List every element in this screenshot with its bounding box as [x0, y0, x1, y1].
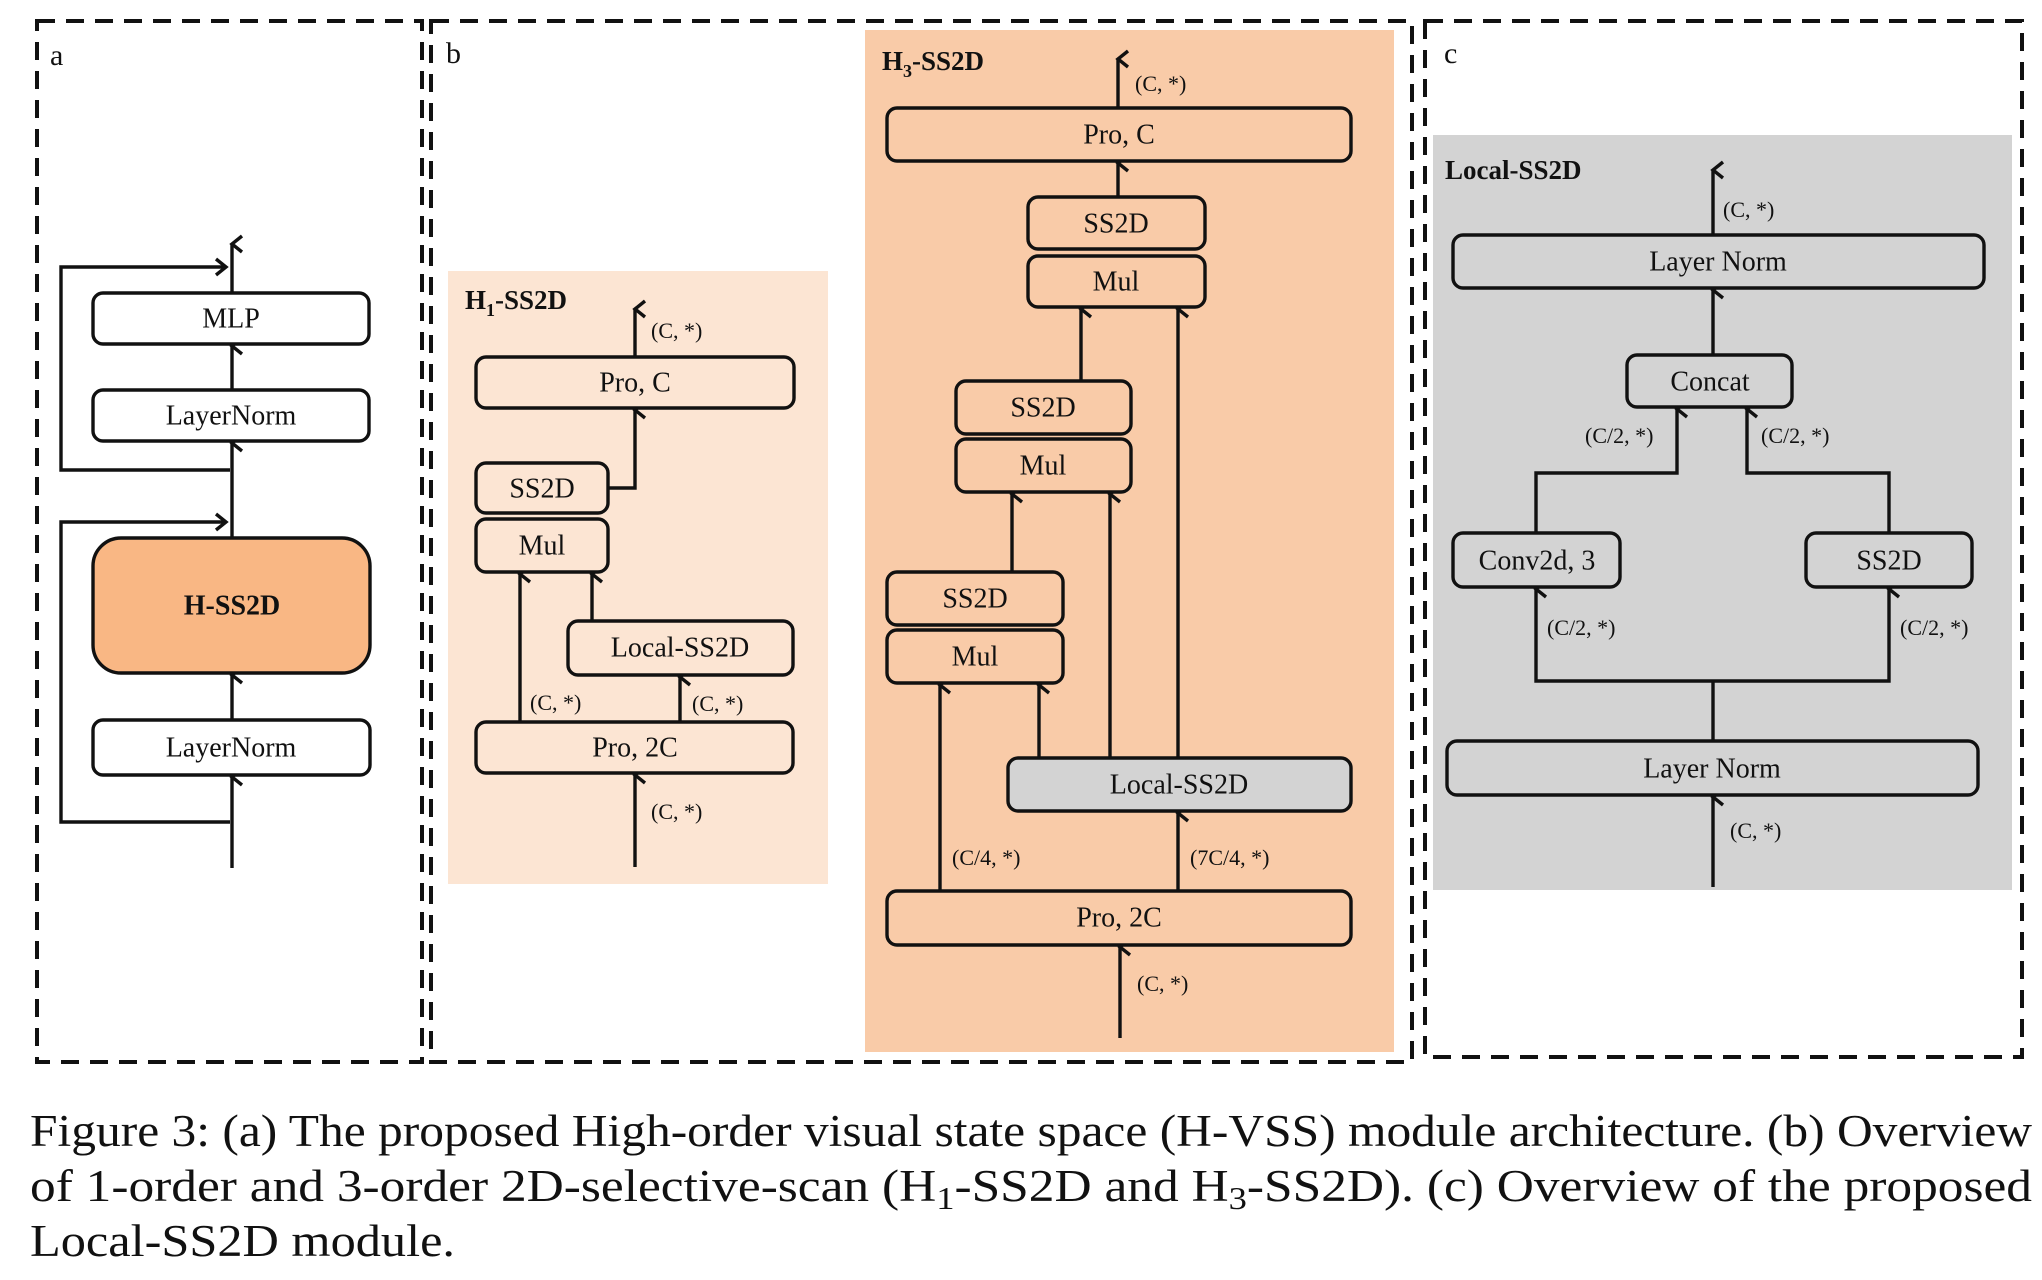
- h3-dim-input: (C, *): [1137, 971, 1188, 996]
- c-dim-input: (C, *): [1730, 818, 1781, 843]
- h3-block-ss2d-top: SS2D: [1026, 195, 1207, 251]
- c-dim-conv-in: (C/2, *): [1547, 615, 1615, 640]
- h1-block-ss2d: SS2D: [474, 461, 610, 515]
- h3-dim-output: (C, *): [1135, 71, 1186, 96]
- svg-text:Mul: Mul: [952, 642, 999, 673]
- h1-block-pro-c: Pro, C: [474, 355, 796, 410]
- svg-text:LayerNorm: LayerNorm: [166, 401, 297, 432]
- panel-a-hvss-module: MLP LayerNorm H-SS2D LayerNorm: [59, 234, 372, 868]
- c-arrow-to-ss2d: [1713, 579, 1901, 683]
- h1-block-pro-2c: Pro, 2C: [474, 720, 795, 775]
- h1-block-mul: Mul: [474, 517, 610, 574]
- h3-block-local-ss2d: Local-SS2D: [1006, 756, 1353, 813]
- h1-dim-output: (C, *): [651, 318, 702, 343]
- c-arrow-ss2d-to-concat: [1744, 399, 1891, 533]
- svg-text:Mul: Mul: [519, 531, 566, 562]
- h3-block-pro-c: Pro, C: [885, 106, 1353, 163]
- h3-block-ss2d-low: SS2D: [885, 570, 1065, 627]
- h3-block-mul-low: Mul: [885, 628, 1065, 685]
- h1-dim-left: (C, *): [530, 690, 581, 715]
- c-block-concat: Concat: [1625, 353, 1794, 409]
- c-arrow-conv-to-concat: [1534, 399, 1689, 533]
- svg-text:Pro, C: Pro, C: [1083, 120, 1155, 151]
- svg-text:Pro, 2C: Pro, 2C: [592, 733, 678, 764]
- block-mlp: MLP: [91, 291, 371, 346]
- caption-line-3: Local-SS2D module.: [30, 1216, 455, 1266]
- local-ss2d-diagram: Local-SS2D (C, *) (C/2, *) (C/2, *) (C/2…: [1433, 135, 2012, 890]
- svg-text:Conv2d, 3: Conv2d, 3: [1479, 546, 1596, 577]
- panel-b-frame: [429, 19, 1414, 1064]
- h1-title: H1-SS2D: [465, 285, 567, 320]
- caption-line-1: Figure 3: (a) The proposed High-order vi…: [30, 1106, 2033, 1156]
- residual-connection-top: [59, 257, 230, 472]
- figure-caption: Figure 3: (a) The proposed High-order vi…: [30, 1106, 2033, 1266]
- svg-text:SS2D: SS2D: [1856, 546, 1921, 577]
- panel-a-label: a: [50, 39, 63, 72]
- svg-text:Pro, 2C: Pro, 2C: [1076, 903, 1162, 934]
- c-dim-ss2d-in: (C/2, *): [1900, 615, 1968, 640]
- residual-connection-bottom: [59, 512, 230, 824]
- c-dim-output: (C, *): [1723, 197, 1774, 222]
- svg-text:Local-SS2D: Local-SS2D: [1110, 770, 1248, 801]
- h1-ss2d-diagram: H1-SS2D (C, *) (C, *) (C, *) (C, *) Pro,…: [448, 271, 828, 884]
- h1-block-local-ss2d: Local-SS2D: [566, 619, 795, 677]
- c-arrow-to-conv: [1533, 579, 1713, 683]
- h3-dim-left: (C/4, *): [952, 845, 1020, 870]
- svg-text:Mul: Mul: [1020, 451, 1067, 482]
- h1-arrow-ss2d-to-pro: [608, 400, 647, 490]
- svg-text:LayerNorm: LayerNorm: [166, 733, 297, 764]
- svg-text:Local-SS2D: Local-SS2D: [611, 633, 749, 664]
- svg-text:SS2D: SS2D: [942, 584, 1007, 615]
- svg-text:H-SS2D: H-SS2D: [184, 591, 280, 622]
- c-block-layer-norm-bottom: Layer Norm: [1445, 739, 1980, 797]
- svg-text:Concat: Concat: [1670, 367, 1750, 398]
- panel-b-label: b: [446, 37, 461, 70]
- h3-block-pro-2c: Pro, 2C: [885, 889, 1353, 947]
- h3-block-ss2d-mid: SS2D: [954, 379, 1133, 436]
- panel-c-label: c: [1444, 37, 1457, 70]
- panel-c-frame: [1423, 19, 2024, 1059]
- h3-block-mul-top: Mul: [1026, 254, 1207, 309]
- c-block-layer-norm-top: Layer Norm: [1451, 233, 1986, 290]
- svg-text:SS2D: SS2D: [509, 474, 574, 505]
- svg-text:Layer Norm: Layer Norm: [1649, 247, 1787, 278]
- svg-text:SS2D: SS2D: [1083, 209, 1148, 240]
- svg-text:Mul: Mul: [1093, 267, 1140, 298]
- svg-text:Pro, C: Pro, C: [599, 368, 671, 399]
- svg-text:SS2D: SS2D: [1010, 393, 1075, 424]
- svg-text:MLP: MLP: [202, 304, 260, 335]
- h3-dim-right: (7C/4, *): [1190, 845, 1269, 870]
- block-layernorm-top: LayerNorm: [91, 388, 371, 443]
- c-block-conv2d: Conv2d, 3: [1451, 531, 1622, 589]
- local-ss2d-title: Local-SS2D: [1445, 155, 1582, 185]
- h3-ss2d-diagram: H3-SS2D (C, *) (C/4, *) (7C/4, *) (C, *)…: [865, 30, 1394, 1052]
- panel-a-frame: [35, 19, 424, 1064]
- block-layernorm-bottom: LayerNorm: [91, 718, 372, 777]
- block-hss2d: H-SS2D: [91, 536, 372, 675]
- caption-line-2: of 1-order and 3-order 2D-selective-scan…: [30, 1161, 2032, 1216]
- c-dim-concat-left: (C/2, *): [1585, 423, 1653, 448]
- c-dim-concat-right: (C/2, *): [1761, 423, 1829, 448]
- svg-text:Layer Norm: Layer Norm: [1643, 754, 1781, 785]
- h1-dim-right: (C, *): [692, 691, 743, 716]
- h3-title: H3-SS2D: [882, 46, 984, 81]
- h3-block-mul-mid: Mul: [954, 437, 1133, 494]
- c-block-ss2d: SS2D: [1804, 531, 1974, 589]
- h1-dim-input: (C, *): [651, 799, 702, 824]
